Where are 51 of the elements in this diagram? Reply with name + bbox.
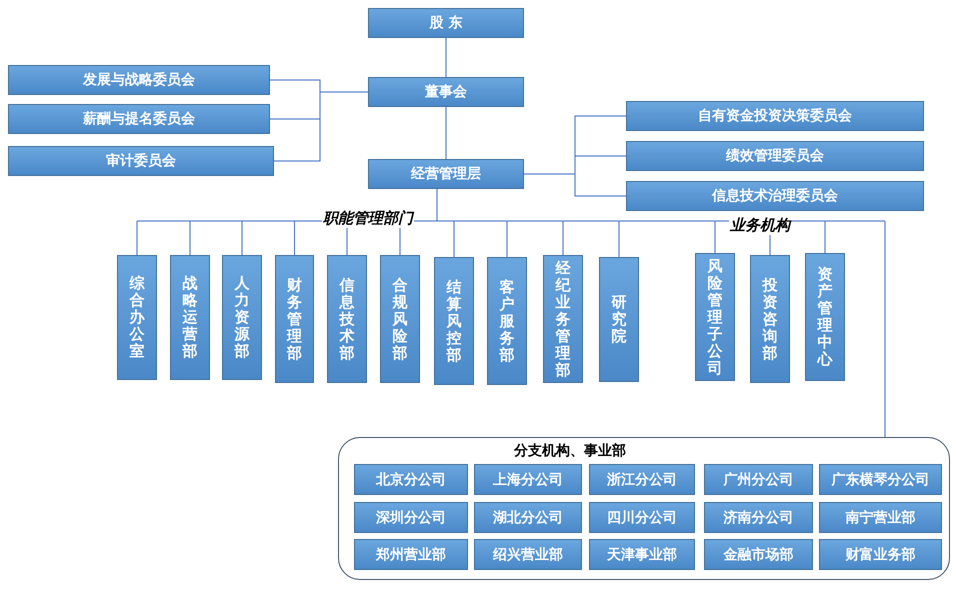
committee-box: 发展与战略委员会 <box>8 65 270 95</box>
committee-box: 自有资金投资决策委员会 <box>626 101 924 131</box>
committee-box: 绩效管理委员会 <box>626 141 924 171</box>
connector-line <box>562 220 564 256</box>
org-box: 董事会 <box>368 77 524 107</box>
branch-box: 深圳分公司 <box>354 502 468 533</box>
branch-box: 财富业务部 <box>819 539 942 570</box>
committee-box: 信息技术治理委员会 <box>626 181 924 211</box>
connector-line <box>506 220 508 258</box>
connector-line <box>714 220 716 254</box>
branch-box: 郑州营业部 <box>354 539 468 570</box>
org-box: 经营管理层 <box>368 159 524 189</box>
branch-box: 广州分公司 <box>704 464 813 495</box>
department-box: 结算风控部 <box>434 257 474 385</box>
committee-box: 审计委员会 <box>8 146 274 176</box>
branch-box: 湖北分公司 <box>474 502 582 533</box>
department-box: 合规风险部 <box>380 255 420 383</box>
connector-line <box>524 174 626 196</box>
department-box: 信息技术部 <box>327 255 367 383</box>
department-box: 人力资源部 <box>222 255 262 380</box>
group-label: 业务机构 <box>729 216 791 235</box>
branch-box: 四川分公司 <box>589 502 695 533</box>
branch-box: 广东横琴分公司 <box>819 464 942 495</box>
department-box: 资产管理中心 <box>805 253 845 381</box>
panel-heading: 分支机构、事业部 <box>514 442 626 460</box>
department-box: 风险管理子公司 <box>695 253 735 381</box>
branch-panel <box>338 437 950 580</box>
department-box: 财务管理部 <box>275 255 314 383</box>
org-box: 股 东 <box>368 8 524 38</box>
connector-line <box>294 220 295 256</box>
group-label: 职能管理部门 <box>322 209 414 228</box>
branch-box: 绍兴营业部 <box>474 539 582 570</box>
connector-line <box>274 92 368 162</box>
branch-box: 南宁营业部 <box>819 502 942 533</box>
branch-box: 济南分公司 <box>704 502 813 533</box>
branch-box: 天津事业部 <box>589 539 695 570</box>
connector-line <box>884 220 886 438</box>
department-box: 战略运营部 <box>170 255 210 380</box>
branch-box: 浙江分公司 <box>589 464 695 495</box>
branch-box: 金融市场部 <box>704 539 813 570</box>
connector-line <box>618 220 620 258</box>
connector-line <box>136 220 138 256</box>
department-box: 投资咨询部 <box>750 255 790 383</box>
branch-box: 上海分公司 <box>474 464 582 495</box>
committee-box: 薪酬与提名委员会 <box>8 104 270 134</box>
connector-line <box>824 220 826 254</box>
department-box: 经纪业务管理部 <box>543 255 583 383</box>
department-box: 客户服务部 <box>487 257 527 385</box>
department-box: 综合办公室 <box>117 255 157 380</box>
branch-box: 北京分公司 <box>354 464 468 495</box>
department-box: 研究院 <box>599 257 639 382</box>
